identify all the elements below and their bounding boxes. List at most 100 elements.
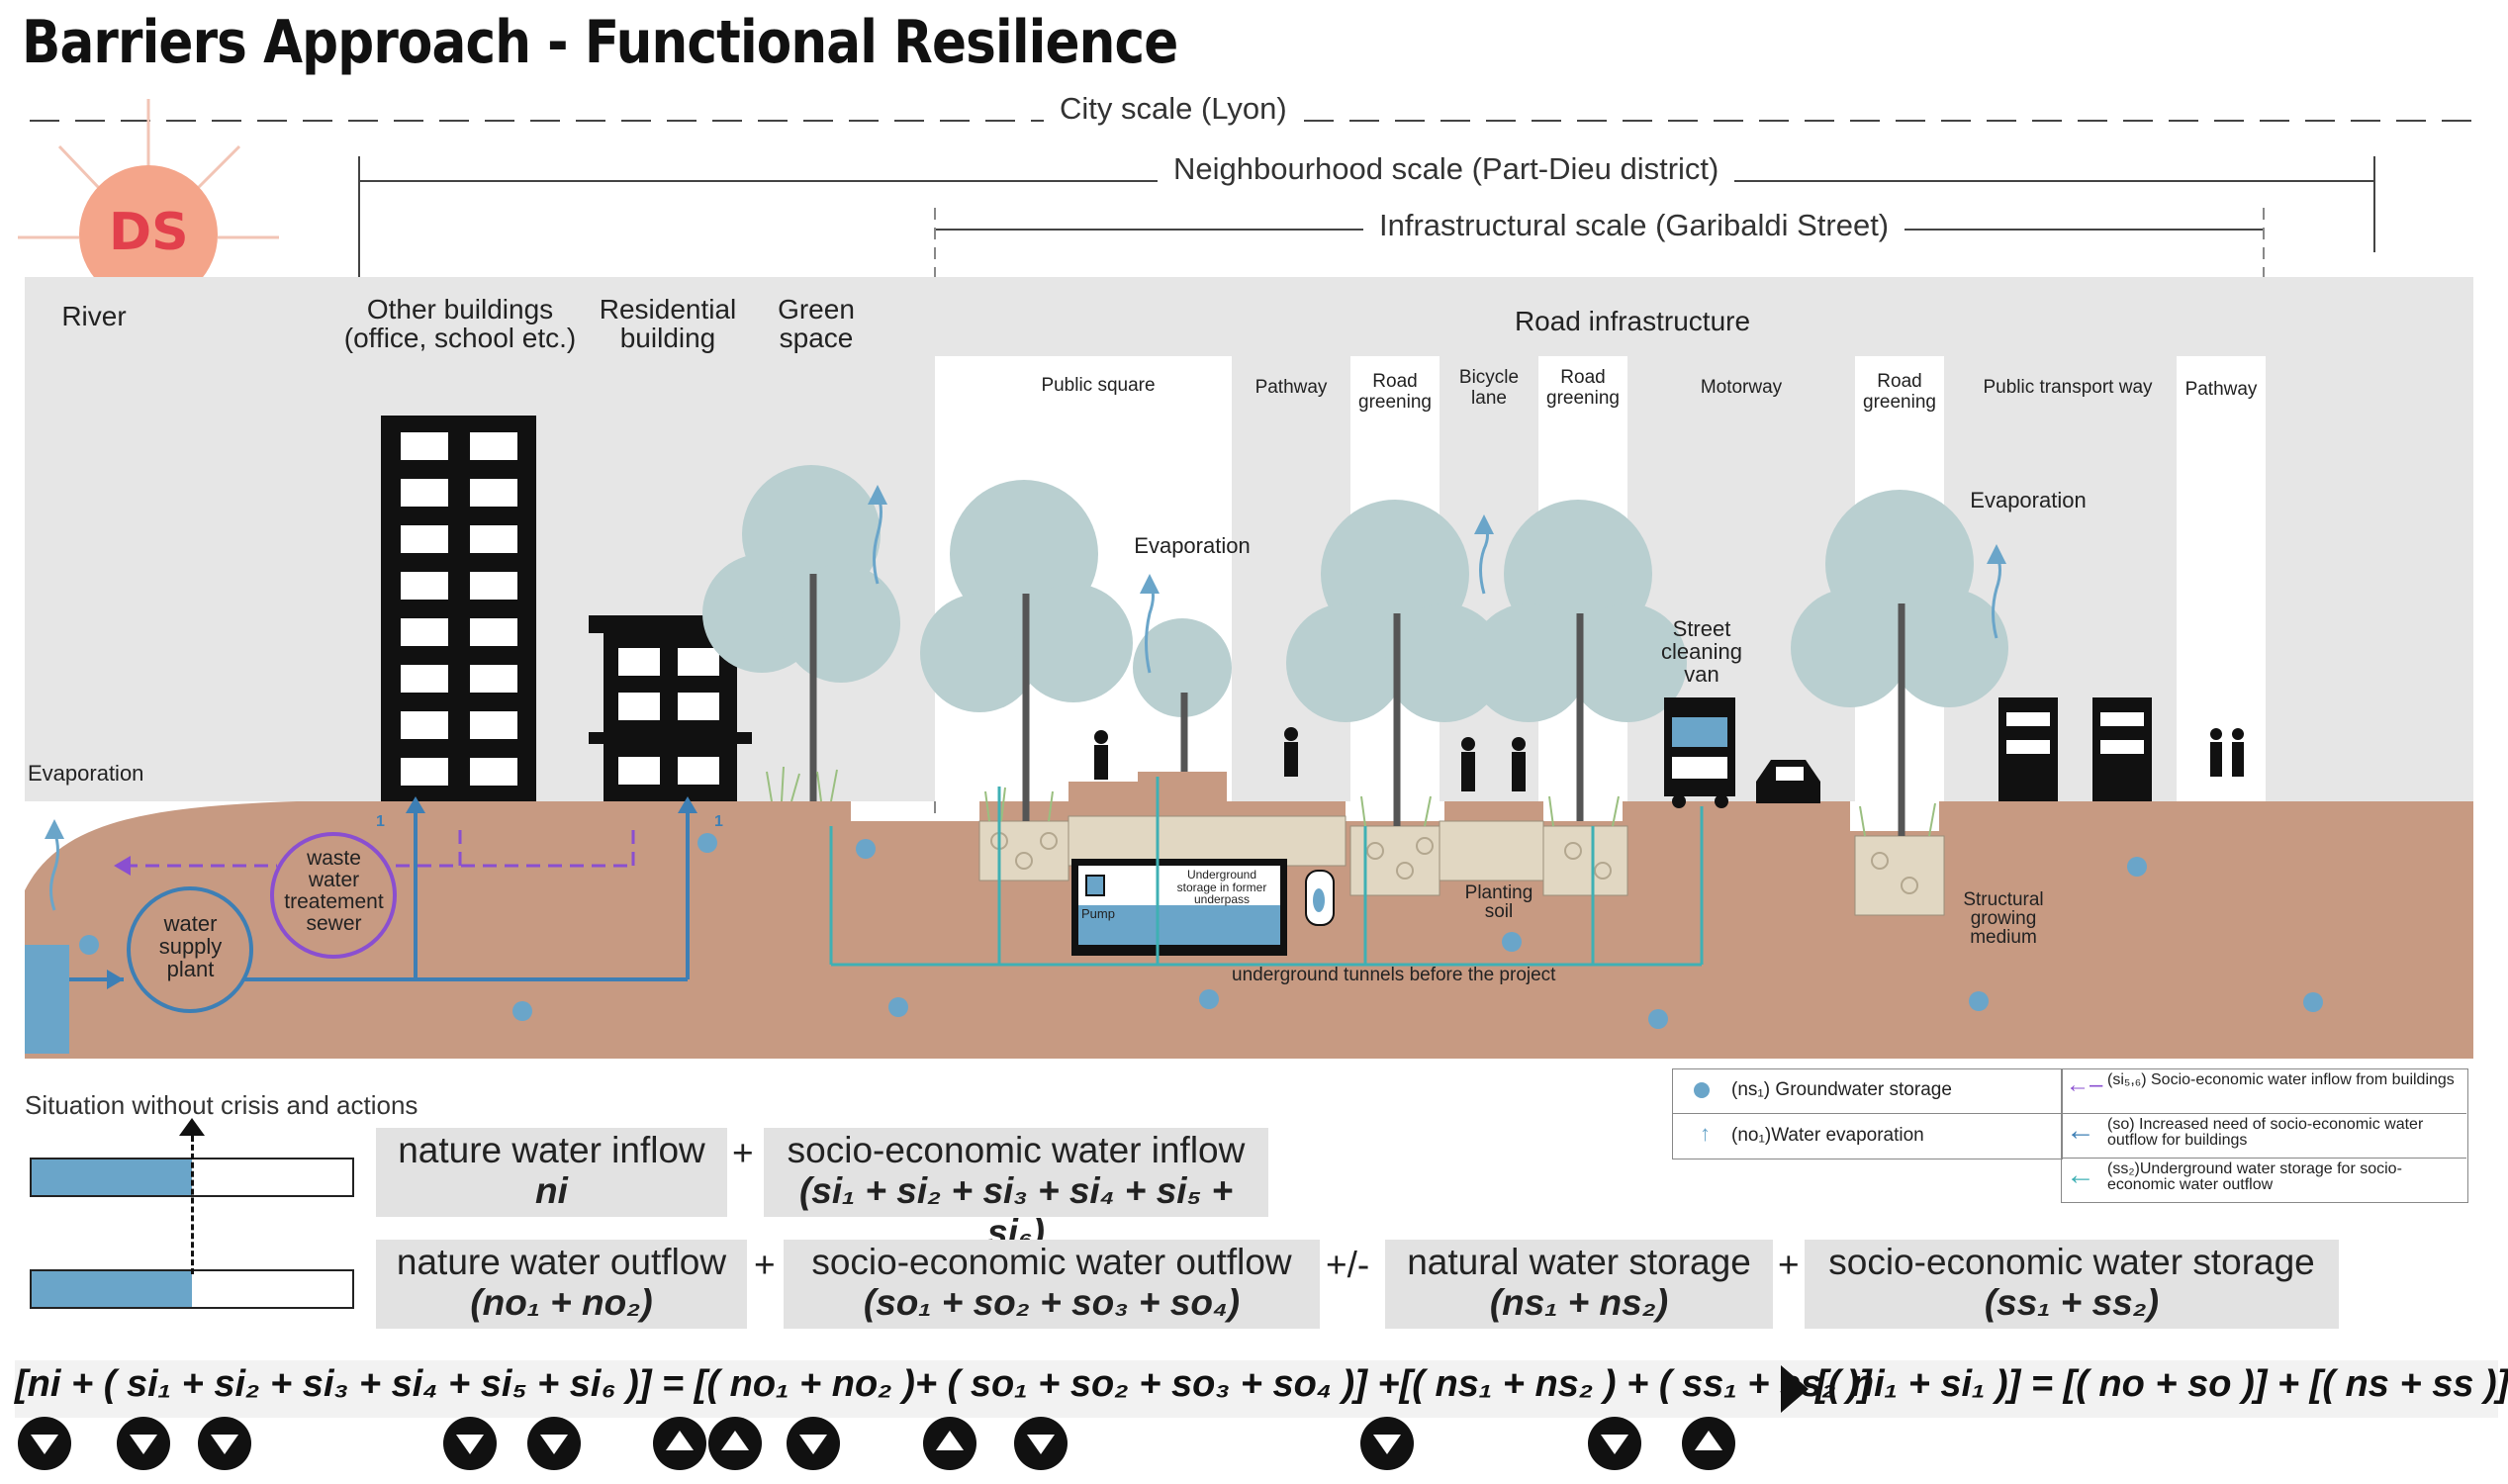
trees [702,465,2008,836]
result-arrow-icon [1781,1365,1809,1413]
decrease-arrow-icon [443,1417,497,1470]
planting-soil-label: Planting soil [1464,882,1533,922]
natural-storage-symbol: (ns₁ + ns₂) [1489,1282,1669,1324]
road-column-label: Pathway [1254,377,1328,398]
socio-inflow-label: socio-economic water inflow [787,1130,1246,1170]
decrease-arrow-icon [198,1417,251,1470]
zone-residential: Residential building [599,294,737,354]
balance-pointer [191,1136,194,1274]
zone-other-buildings: Other buildings (office, school etc.) [343,294,577,354]
formula-result-text: [( ni₁ + si₁ )] = [( no + so )] + [( ns … [1815,1363,2508,1405]
marker-1a: 1 [376,813,385,830]
pump-label: Pump [1081,906,1115,921]
legend-ss: (ss₂)Underground water storage for socio… [2107,1160,2402,1193]
road-column-label: Public transport way [1983,377,2153,398]
balance-pointer-arrow-icon [179,1118,205,1136]
legend-evaporation-icon: ↑ [1700,1121,1711,1146]
legend-inflow-icon: ←– [2066,1071,2103,1098]
water-supply-label: water supply plant [158,911,223,982]
water-supply-network [69,806,690,981]
decrease-arrow-icon [787,1417,840,1470]
car-icon [1756,760,1820,803]
increase-arrow-icon [923,1417,976,1470]
legend-ns1: (ns₁) Groundwater storage [1731,1079,1952,1100]
legend-so: (so) Increased need of socio-economic wa… [2107,1116,2424,1149]
road-column-label: Road greening [1358,371,1432,413]
road-column-label: Road greening [1863,371,1936,413]
waste-water-network [124,826,635,868]
socio-inflow-box: socio-economic water inflow (si₁ + si₂ +… [764,1128,1268,1252]
decrease-arrow-icon [1014,1417,1068,1470]
zone-green-space: Green space [778,294,855,354]
situation-label: Situation without crisis and actions [25,1090,418,1120]
office-building [381,416,536,801]
evaporation-label-right: Evaporation [1970,488,2087,512]
socio-storage-box: socio-economic water storage (ss₁ + ss₂) [1805,1240,2339,1329]
waste-water-label: waste water treatement sewer [284,847,384,936]
waste-water-sewer-icon [270,832,397,959]
decrease-arrow-icon [527,1417,581,1470]
nature-outflow-box: nature water outflow (no₁ + no₂) [376,1240,747,1329]
structural-medium-label: Structural growing medium [1963,889,2044,948]
increase-arrow-icon [653,1417,706,1470]
road-column-label: Road greening [1546,367,1620,409]
outflow-balance-fill [32,1271,192,1307]
socio-storage-label: socio-economic water storage [1828,1242,2315,1282]
plus-minus-sign: +/- [1326,1245,1370,1285]
ds-label: DS [109,203,189,262]
legend-box: (ns₁) Groundwater storage ↑ (no₁)Water e… [1672,1068,2468,1203]
underground-storage-label: Underground storage in former underpass [1176,868,1267,907]
legend-groundwater-icon [1694,1082,1710,1098]
tunnels-label: underground tunnels before the project [1232,965,1556,985]
inflow-balance-fill [32,1159,192,1195]
increase-arrow-icon [708,1417,762,1470]
legend-no1: (no₁)Water evaporation [1731,1125,1924,1146]
underground-tunnel-network [829,777,1704,967]
page-title: Barriers Approach - Functional Resilienc… [22,8,1178,77]
outflow-balance-bar [30,1269,354,1309]
zone-road-infrastructure: Road infrastructure [1514,306,1751,336]
nature-inflow-box: nature water inflow ni [376,1128,727,1217]
river-water [25,945,69,1054]
road-column-label: Bicycle lane [1458,367,1520,409]
evaporation-label-mid: Evaporation [1134,533,1251,558]
plus-sign: + [1778,1245,1800,1285]
socio-outflow-label: socio-economic water outflow [811,1242,1292,1282]
groundwater-dots [79,833,2323,1029]
underground-storage-tank [1071,859,1335,956]
decrease-arrow-icon [1360,1417,1414,1470]
neighbourhood-scale-label: Neighbourhood scale (Part-Dieu district) [1158,151,1735,187]
socio-outflow-box: socio-economic water outflow (so₁ + so₂ … [784,1240,1320,1329]
nature-inflow-symbol: ni [535,1170,568,1212]
infrastructural-scale-label: Infrastructural scale (Garibaldi Street) [1363,208,1905,243]
water-flow-diagram [18,99,2478,1059]
nature-inflow-label: nature water inflow [398,1130,705,1170]
nature-outflow-label: nature water outflow [396,1242,727,1282]
people-icons [1094,727,2244,791]
natural-storage-box: natural water storage (ns₁ + ns₂) [1385,1240,1773,1329]
street-cleaning-label: Street cleaning van [1661,616,1742,688]
water-supply-plant-icon [127,886,253,1013]
nature-outflow-symbol: (no₁ + no₂) [470,1282,653,1324]
formula-text: [ni + ( si₁ + si₂ + si₃ + si₄ + si₅ + si… [15,1363,1872,1405]
plus-sign: + [732,1133,754,1173]
evaporation-label-left: Evaporation [28,761,144,786]
decrease-arrow-icon [117,1417,170,1470]
increase-arrow-icon [1682,1417,1735,1470]
decrease-arrow-icon [1588,1417,1641,1470]
road-column-label: Public square [1041,375,1156,396]
legend-storage-icon: ← [2066,1159,2095,1191]
socio-outflow-symbol: (so₁ + so₂ + so₃ + so₄) [863,1282,1241,1324]
plus-sign: + [754,1245,776,1285]
city-scale-label: City scale (Lyon) [1044,91,1303,127]
marker-1b: 1 [714,813,723,830]
natural-storage-label: natural water storage [1407,1242,1751,1282]
legend-si: (si₅,₆) Socio-economic water inflow from… [2107,1071,2455,1088]
socio-storage-symbol: (ss₁ + ss₂) [1984,1282,2160,1324]
legend-outflow-icon: ← [2066,1114,2095,1147]
road-column-label: Motorway [1700,377,1783,398]
street-cleaning-van-icon [1664,697,1735,808]
formula-highlight [15,1360,2498,1418]
zone-river: River [61,301,127,331]
road-column-label: Pathway [2184,379,2258,400]
